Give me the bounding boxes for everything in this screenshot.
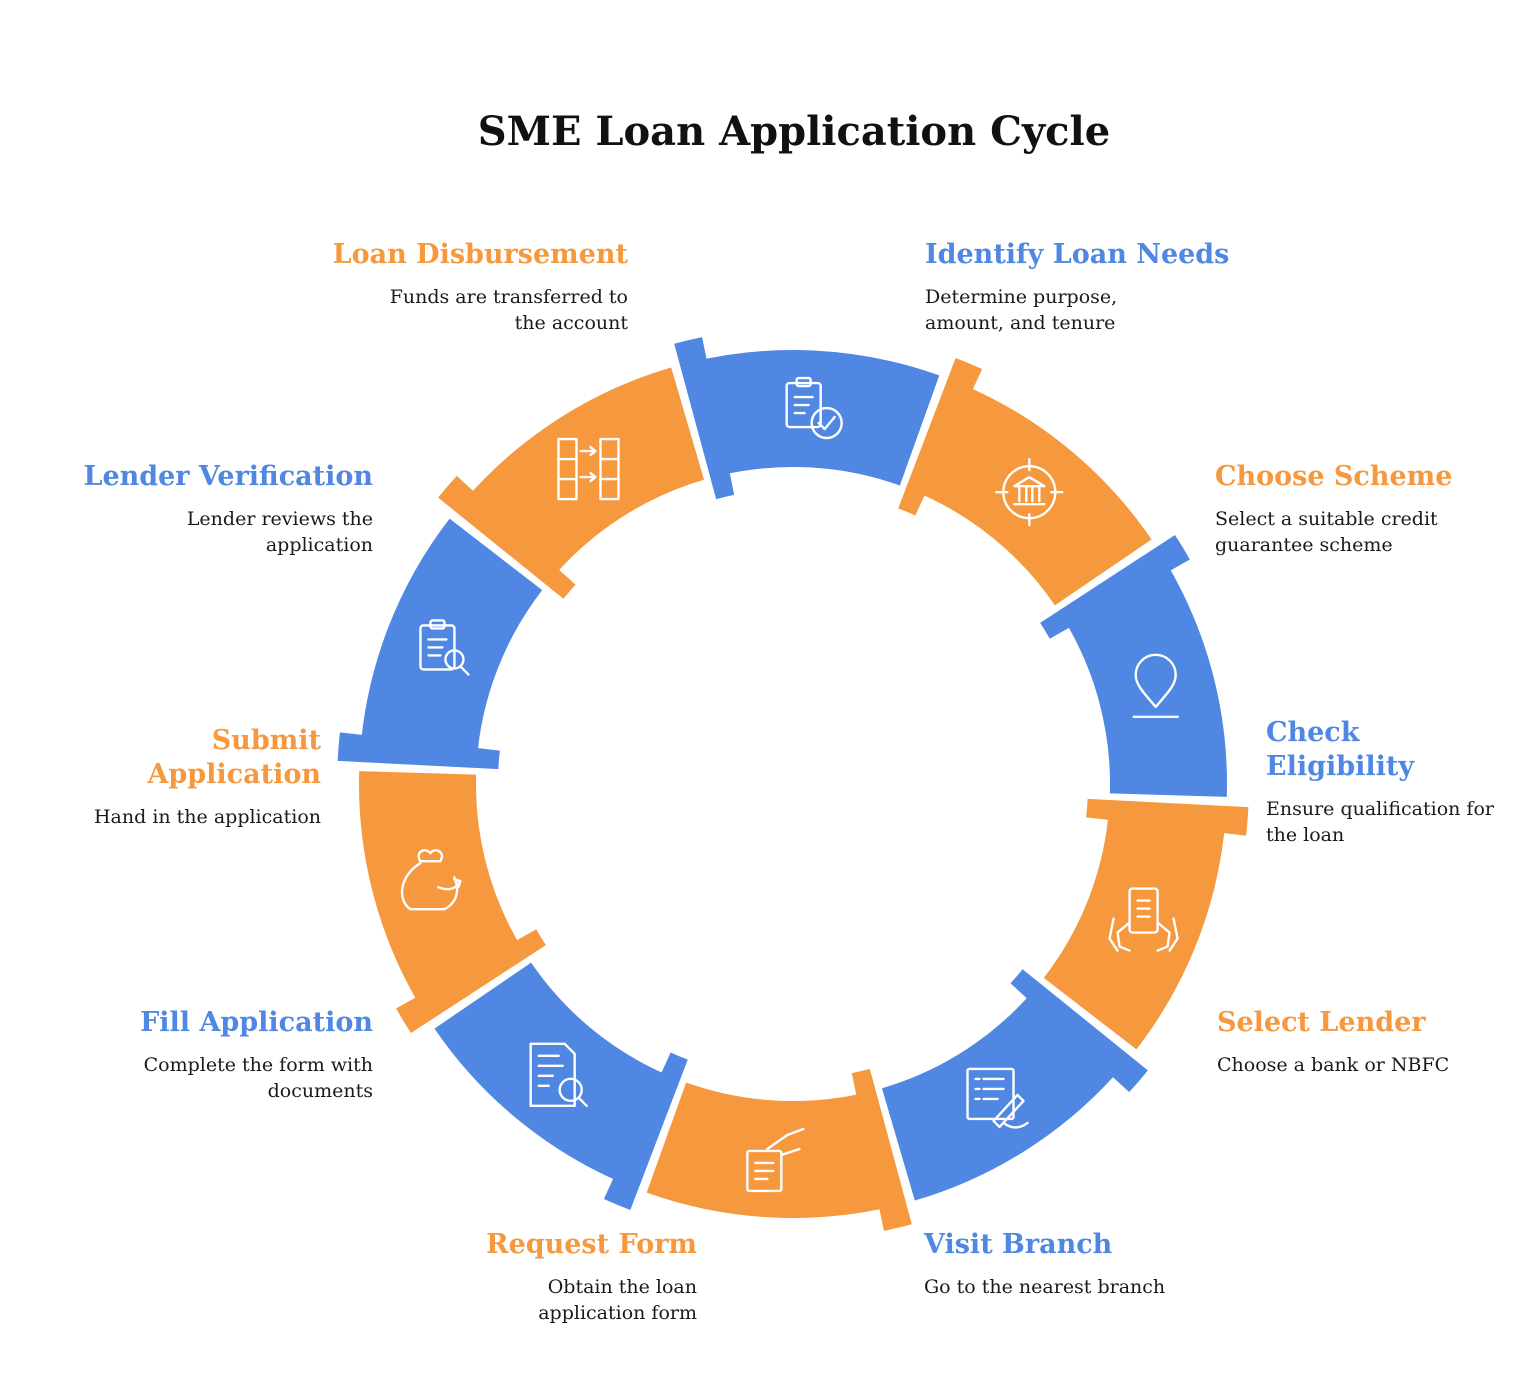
step-desc: Ensure qualification for the loan bbox=[1266, 798, 1494, 846]
page-title: SME Loan Application Cycle bbox=[477, 108, 1111, 155]
bank-target-icon bbox=[995, 457, 1064, 527]
step-title: Identify Loan Needs bbox=[925, 239, 1230, 270]
location-pin-icon bbox=[1132, 653, 1179, 719]
ring-connector-3 bbox=[674, 337, 735, 500]
clipboard-check-icon bbox=[785, 376, 843, 440]
step-desc: Lender reviews the application bbox=[186, 508, 373, 556]
step-desc: Choose a bank or NBFC bbox=[1217, 1054, 1450, 1076]
ring-segment-2 bbox=[462, 367, 705, 579]
step-label-fill-application: Fill Application Complete the form with … bbox=[73, 1006, 373, 1104]
ring-connector-6 bbox=[1086, 798, 1249, 836]
step-label-identify-loan-needs: Identify Loan Needs Determine purpose, a… bbox=[925, 238, 1255, 336]
step-label-choose-scheme: Choose Scheme Select a suitable credit g… bbox=[1215, 460, 1515, 558]
document-search-icon bbox=[529, 1042, 588, 1108]
ring-connector-5 bbox=[1040, 534, 1190, 639]
ring-connector-8 bbox=[851, 1068, 912, 1231]
step-desc: Hand in the application bbox=[93, 806, 321, 828]
step-title: Fill Application bbox=[140, 1007, 373, 1038]
step-label-visit-branch: Visit Branch Go to the nearest branch bbox=[924, 1228, 1224, 1300]
step-desc: Determine purpose, amount, and tenure bbox=[925, 286, 1118, 334]
step-desc: Select a suitable credit guarantee schem… bbox=[1215, 508, 1438, 556]
ring-connector-10 bbox=[396, 929, 546, 1034]
ring-connector-1 bbox=[337, 732, 500, 770]
step-label-submit-application: Submit Application Hand in the applicati… bbox=[61, 724, 321, 830]
ring-segment-7 bbox=[881, 989, 1124, 1201]
step-label-select-lender: Select Lender Choose a bank or NBFC bbox=[1217, 1006, 1517, 1078]
ring-segment-1 bbox=[360, 518, 543, 761]
ring-segment-10 bbox=[358, 771, 524, 1013]
clipboard-search-icon bbox=[419, 619, 470, 676]
step-title: Request Form bbox=[486, 1229, 697, 1260]
ring-connector-7 bbox=[1010, 969, 1148, 1093]
step-desc: Go to the nearest branch bbox=[924, 1276, 1166, 1298]
step-title: Select Lender bbox=[1217, 1007, 1426, 1038]
ring-segment-3 bbox=[690, 350, 940, 486]
step-title: Choose Scheme bbox=[1215, 461, 1453, 492]
hand-document-icon bbox=[746, 1127, 805, 1193]
step-desc: Obtain the loan application form bbox=[538, 1276, 697, 1324]
step-title: Visit Branch bbox=[924, 1229, 1113, 1260]
step-label-request-form: Request Form Obtain the loan application… bbox=[397, 1228, 697, 1326]
step-desc: Funds are transferred to the account bbox=[389, 286, 628, 334]
step-title: Lender Verification bbox=[83, 461, 373, 492]
money-bag-icon bbox=[400, 849, 462, 911]
compare-columns-icon bbox=[557, 437, 620, 501]
step-label-check-eligibility: Check Eligibility Ensure qualification f… bbox=[1266, 716, 1526, 848]
ring-connector-9 bbox=[603, 1052, 688, 1210]
step-label-lender-verification: Lender Verification Lender reviews the a… bbox=[63, 460, 373, 558]
ring-connector-4 bbox=[898, 358, 983, 516]
step-desc: Complete the form with documents bbox=[143, 1054, 373, 1102]
step-title: Check Eligibility bbox=[1266, 717, 1415, 782]
form-pen-icon bbox=[966, 1067, 1029, 1129]
ring-segment-9 bbox=[434, 962, 673, 1186]
step-label-loan-disbursement: Loan Disbursement Funds are transferred … bbox=[298, 238, 628, 336]
hands-form-icon bbox=[1108, 887, 1179, 952]
step-title: Submit Application bbox=[147, 725, 321, 790]
step-title: Loan Disbursement bbox=[332, 239, 628, 270]
ring-connector-2 bbox=[438, 475, 576, 599]
ring-segment-6 bbox=[1043, 807, 1226, 1050]
ring-segment-5 bbox=[1062, 555, 1227, 797]
